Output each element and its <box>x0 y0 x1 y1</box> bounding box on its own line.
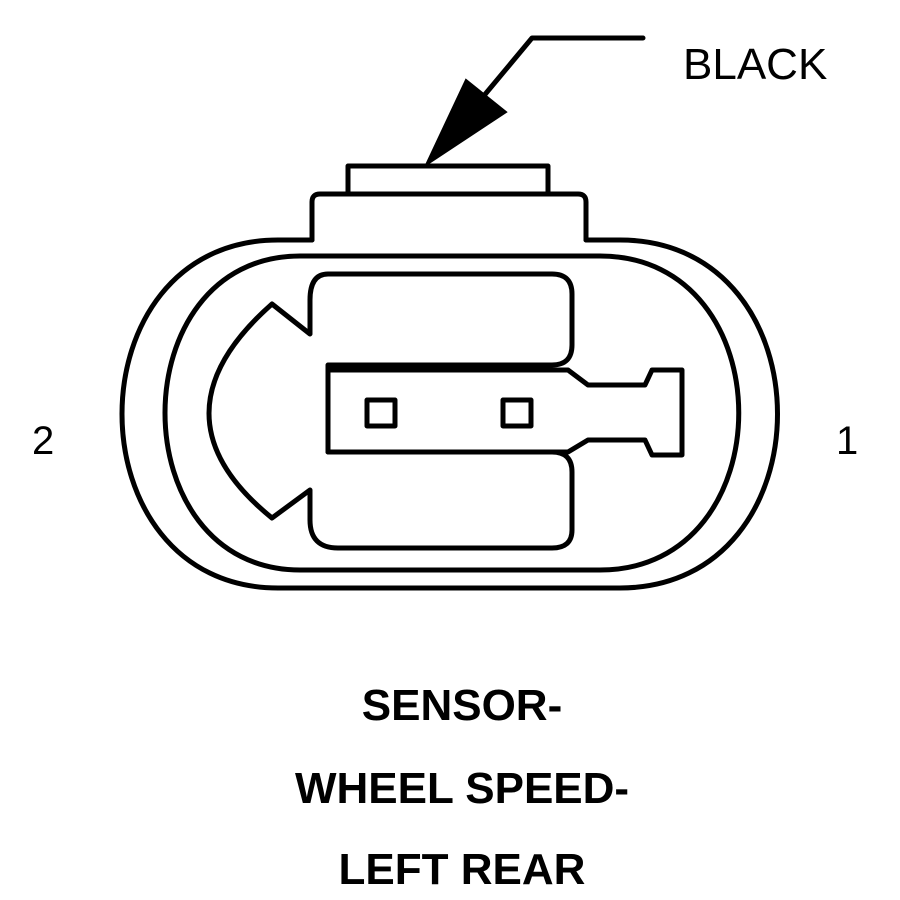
callout-arrowhead <box>423 78 508 168</box>
connector-inner-shell <box>162 253 742 573</box>
connector-body <box>119 163 780 591</box>
title-line-2: WHEEL SPEED- <box>295 764 629 813</box>
connector-outer-shell <box>119 237 780 591</box>
terminal-cavity <box>206 271 575 551</box>
locking-tab <box>345 163 551 197</box>
color-callout: BLACK <box>423 35 827 168</box>
title-line-3: LEFT REAR <box>339 845 586 894</box>
pin-2-label: 2 <box>32 419 54 463</box>
connector-color-label: BLACK <box>683 40 827 89</box>
callout-leader-line <box>479 35 646 101</box>
pin-1-terminal-blade <box>325 367 685 458</box>
terminal-window-right <box>500 397 534 429</box>
tab-shoulder <box>309 191 589 243</box>
pin-1-label: 1 <box>836 419 858 463</box>
title-line-1: SENSOR- <box>362 681 562 730</box>
component-title: SENSOR- WHEEL SPEED- LEFT REAR <box>295 681 629 894</box>
terminal-window-left <box>364 397 398 429</box>
